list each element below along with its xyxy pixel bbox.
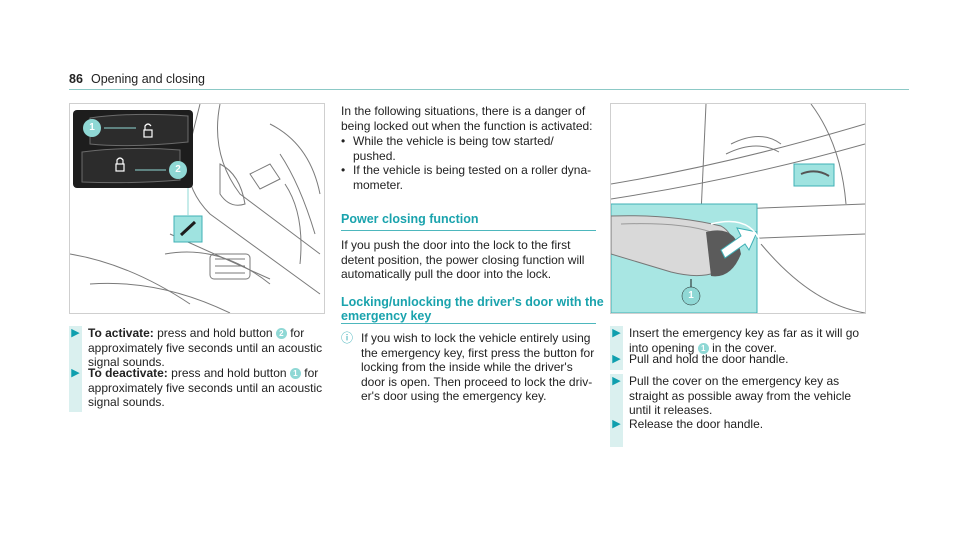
section-rule bbox=[341, 323, 596, 324]
step-arrow-icon: ▶ bbox=[612, 418, 621, 430]
step-deactivate: ▶ To deactivate: press and hold button 1… bbox=[69, 366, 324, 412]
step-text: press and hold button bbox=[167, 366, 290, 380]
callout-1-marker bbox=[681, 286, 701, 306]
info-icon: ⓘ bbox=[341, 331, 354, 345]
step-text: for bbox=[286, 326, 305, 340]
step-text: Release the door handle. bbox=[629, 417, 764, 431]
step-pull-handle: ▶ Pull and hold the door handle. bbox=[610, 352, 870, 370]
step-text: into opening bbox=[629, 340, 698, 355]
step-text: signal sounds. bbox=[88, 355, 165, 369]
step-text: in the cover. bbox=[708, 340, 777, 355]
opening-1-marker: 1 bbox=[697, 342, 709, 354]
pull-direction-arrow-icon bbox=[720, 227, 758, 259]
callout-1-marker bbox=[83, 119, 101, 137]
handle-cover-highlight bbox=[793, 163, 835, 187]
step-text: Pull the cover on the emergency key as bbox=[629, 374, 840, 388]
callout-2-label: 2 bbox=[175, 164, 181, 175]
callout-1-label: 1 bbox=[89, 122, 95, 133]
page-number: 86 bbox=[69, 72, 83, 86]
section-rule bbox=[341, 230, 596, 231]
step-text: Pull and hold the door handle. bbox=[629, 352, 789, 366]
lock-icon bbox=[115, 157, 125, 172]
note-block: ⓘ If you wish to lock the vehicle entire… bbox=[341, 331, 595, 403]
section-heading-emergency-key: Locking/unlocking the driver's door with… bbox=[341, 295, 604, 323]
step-text: for bbox=[300, 366, 319, 380]
section-heading-power-closing: Power closing function bbox=[341, 212, 479, 226]
step-text: approximately five seconds until an acou… bbox=[88, 380, 323, 395]
step-arrow-icon: ▶ bbox=[71, 367, 80, 379]
step-text: approximately five seconds until an acou… bbox=[88, 340, 323, 355]
step-arrow-icon: ▶ bbox=[612, 327, 621, 339]
step-arrow-icon: ▶ bbox=[71, 327, 80, 339]
button-1-marker: 1 bbox=[289, 368, 301, 379]
step-pull-cover: ▶ Pull the cover on the emergency key as… bbox=[610, 374, 870, 420]
step-arrow-icon: ▶ bbox=[612, 375, 621, 387]
page-title: Opening and closing bbox=[91, 72, 205, 86]
callout-2-marker bbox=[169, 161, 187, 179]
door-handle-illustration bbox=[611, 104, 865, 313]
door-handle-figure: 1 bbox=[610, 103, 866, 314]
step-label: To activate: bbox=[88, 326, 154, 340]
step-label: To deactivate: bbox=[88, 366, 168, 380]
situation-list: While the vehicle is being tow started/p… bbox=[341, 134, 601, 192]
intro-paragraph: In the following situations, there is a … bbox=[341, 104, 593, 133]
door-panel-illustration bbox=[70, 104, 321, 313]
step-text: straight as possible away from the vehic… bbox=[629, 388, 852, 403]
step-insert-key: ▶ Insert the emergency key as far as it … bbox=[610, 326, 870, 358]
callout-1-label: 1 bbox=[688, 290, 694, 301]
step-release-handle: ▶ Release the door handle. bbox=[610, 417, 870, 447]
step-text: until it releases. bbox=[629, 403, 713, 417]
power-closing-paragraph: If you push the door into the lock to th… bbox=[341, 238, 585, 281]
list-item: While the vehicle is being tow started/p… bbox=[341, 134, 601, 163]
step-text: signal sounds. bbox=[88, 395, 165, 409]
header-rule bbox=[69, 89, 909, 90]
step-text: Insert the emergency key as far as it wi… bbox=[629, 326, 860, 340]
door-panel-figure: 1 2 bbox=[69, 103, 325, 314]
step-arrow-icon: ▶ bbox=[612, 353, 621, 365]
step-activate: ▶ To activate: press and hold button 2 f… bbox=[69, 326, 324, 372]
unlock-icon bbox=[143, 123, 153, 138]
button-2-marker: 2 bbox=[275, 328, 287, 339]
step-text: press and hold button bbox=[153, 326, 276, 340]
list-item: If the vehicle is being tested on a roll… bbox=[341, 163, 601, 192]
